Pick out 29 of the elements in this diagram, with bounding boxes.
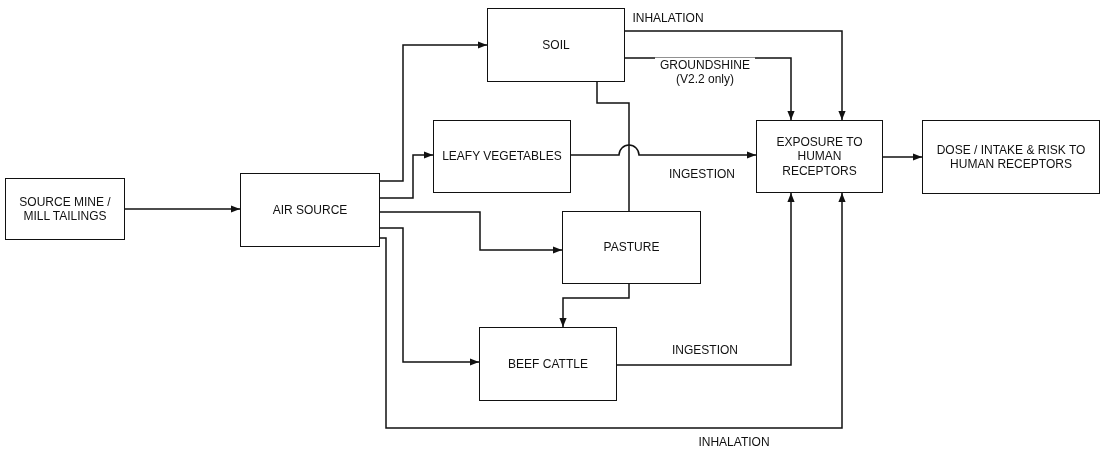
arrow — [616, 192, 795, 366]
node-label: EXPOSURE TO HUMAN RECEPTORS — [775, 134, 864, 179]
arrow — [379, 227, 480, 366]
arrow — [124, 205, 241, 213]
process-box — [487, 8, 625, 82]
arrow — [379, 192, 846, 429]
node-label: BEEF CATTLE — [507, 356, 589, 372]
connector-line — [596, 81, 630, 212]
edge-label: GROUNDSHINE (V2.2 only) — [655, 57, 755, 87]
process-box — [5, 178, 125, 240]
process-box — [756, 120, 883, 193]
arrow — [882, 153, 923, 161]
arrow — [559, 283, 630, 328]
arrow — [379, 41, 488, 182]
process-box — [562, 211, 701, 284]
node-label: LEAFY VEGETABLES — [441, 149, 563, 164]
node-label: AIR SOURCE — [271, 202, 349, 218]
process-box — [433, 120, 571, 193]
node-label: SOIL — [541, 37, 571, 53]
arrow — [624, 30, 846, 121]
process-box — [240, 173, 380, 247]
node-label: DOSE / INTAKE & RISK TO HUMAN RECEPTORS — [935, 142, 1087, 172]
process-box — [479, 327, 617, 401]
process-box — [922, 120, 1100, 194]
arrow — [379, 211, 563, 254]
arrow — [379, 151, 434, 199]
node-label: PASTURE — [602, 240, 661, 255]
arrow — [570, 144, 757, 159]
node-label: SOURCE MINE / MILL TAILINGS — [18, 194, 112, 224]
